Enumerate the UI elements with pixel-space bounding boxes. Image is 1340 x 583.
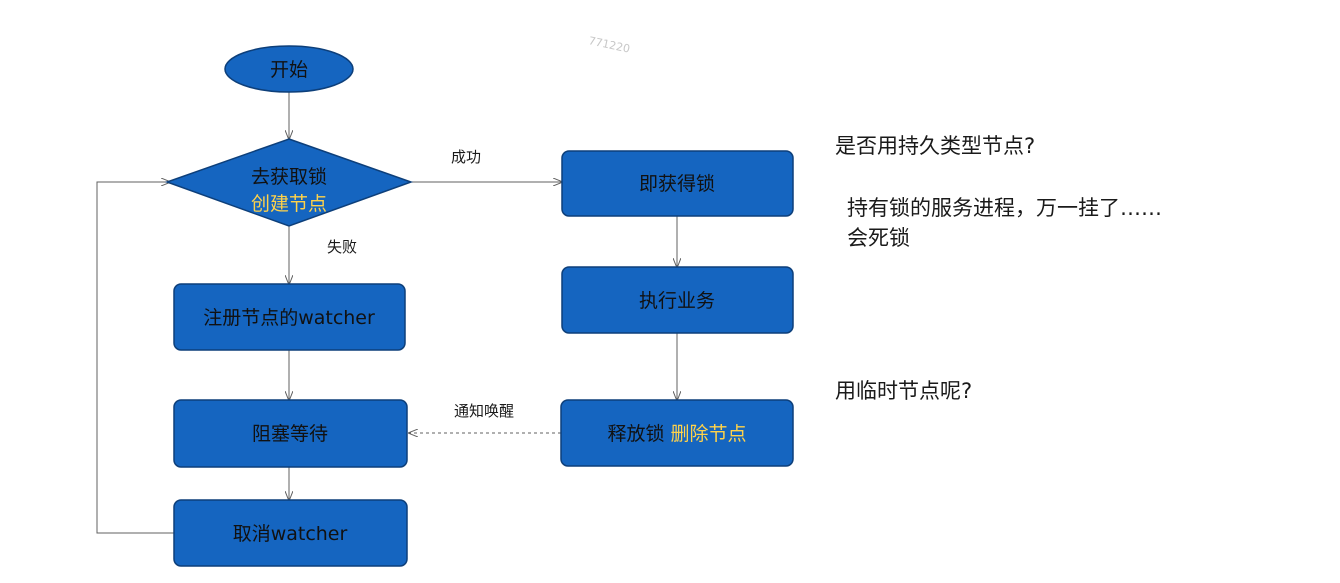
note-ephemeral-question: 用临时节点呢? — [835, 379, 973, 403]
note-risk-line2: 会死锁 — [847, 226, 910, 250]
node-acquire-label: 去获取锁 — [251, 166, 327, 188]
node-release-label: 释放锁 — [607, 423, 664, 445]
edge-label-fail: 失败 — [327, 238, 357, 256]
node-got-lock: 即获得锁 — [561, 150, 794, 217]
node-release-highlight: 删除节点 — [671, 423, 747, 445]
node-start: 开始 — [224, 45, 354, 93]
edge-cancel-loop-back — [96, 182, 174, 534]
edge-label-success: 成功 — [451, 148, 481, 166]
node-register-label: 注册节点的watcher — [203, 307, 375, 329]
node-block-label: 阻塞等待 — [252, 423, 328, 445]
note-persistent-question: 是否用持久类型节点? — [835, 134, 1036, 158]
node-release-text: 释放锁删除节点 — [607, 423, 746, 445]
node-acquire-lock: 去获取锁 创建节点 — [164, 138, 414, 227]
node-cancel-label: 取消watcher — [233, 523, 348, 545]
node-execute-label: 执行业务 — [639, 290, 715, 312]
watermark: 771220 — [587, 34, 631, 55]
node-release-lock: 释放锁删除节点 — [560, 399, 794, 467]
node-execute: 执行业务 — [561, 266, 794, 334]
node-start-label: 开始 — [270, 59, 308, 81]
node-cancel-watcher: 取消watcher — [173, 499, 408, 567]
note-risk-line1: 持有锁的服务进程，万一挂了…… — [847, 196, 1162, 220]
node-register-watcher: 注册节点的watcher — [173, 283, 406, 351]
node-block-wait: 阻塞等待 — [173, 399, 408, 468]
node-got-lock-label: 即获得锁 — [639, 173, 715, 195]
node-acquire-highlight: 创建节点 — [251, 193, 327, 215]
edge-label-notify: 通知唤醒 — [454, 402, 514, 420]
edges — [96, 92, 677, 534]
